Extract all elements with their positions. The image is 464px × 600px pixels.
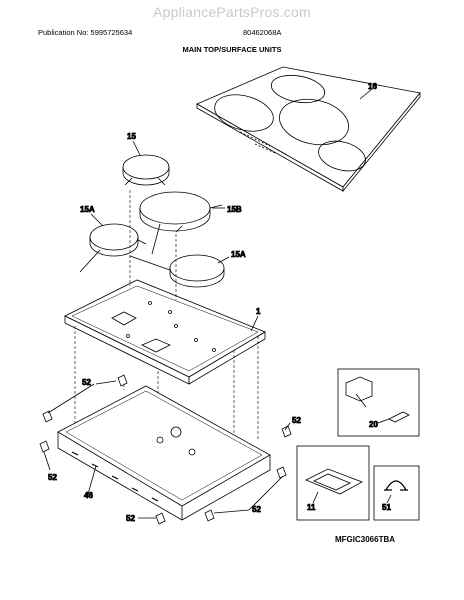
- bottom-box[interactable]: [57, 385, 271, 521]
- callout-15: 15: [127, 132, 136, 141]
- leader-15a-right: [217, 256, 230, 264]
- callout-52: 52: [292, 416, 301, 425]
- callout-15a-left: 15A: [80, 205, 95, 214]
- callout-52: 52: [252, 505, 261, 514]
- callout-11: 11: [307, 503, 316, 512]
- leader-46: [87, 465, 97, 495]
- leader-15a-left: [90, 213, 104, 227]
- surface-element-15[interactable]: [122, 154, 170, 186]
- callout-15b: 15B: [227, 205, 242, 214]
- glass-cooktop[interactable]: [196, 66, 421, 193]
- alignment-lines: [74, 190, 259, 455]
- callout-46: 46: [84, 491, 93, 500]
- surface-element-15a-left[interactable]: [79, 223, 147, 273]
- callout-20: 20: [369, 420, 378, 429]
- leader-15: [132, 140, 141, 156]
- callout-16: 16: [368, 82, 377, 91]
- part-number: 80462068A: [243, 28, 282, 37]
- leader-11: [312, 491, 319, 504]
- leader-1: [250, 315, 259, 332]
- leader-16: [359, 88, 373, 100]
- inset-11[interactable]: [296, 445, 370, 521]
- surface-element-15a-right[interactable]: [129, 254, 225, 288]
- inset-20[interactable]: [337, 368, 420, 437]
- leader-51: [386, 494, 392, 504]
- callout-52: 52: [48, 473, 57, 482]
- section-title: MAIN TOP/SURFACE UNITS: [182, 45, 282, 54]
- leaders-52: [43, 380, 291, 519]
- callout-52: 52: [126, 514, 135, 523]
- surface-element-15b[interactable]: [139, 191, 223, 255]
- callout-15a-right: 15A: [231, 250, 246, 259]
- inset-51[interactable]: [373, 465, 420, 521]
- callout-51: 51: [382, 503, 391, 512]
- leader-20: [377, 418, 390, 424]
- main-top-frame[interactable]: [64, 279, 266, 385]
- callout-1: 1: [256, 307, 261, 316]
- callout-52: 52: [82, 378, 91, 387]
- bracket-52[interactable]: [39, 374, 292, 525]
- publication-number: Publication No: 5995725634: [38, 28, 133, 37]
- model-number: MFGIC3066TBA: [335, 535, 396, 544]
- watermark: AppliancePartsPros.com: [153, 4, 311, 20]
